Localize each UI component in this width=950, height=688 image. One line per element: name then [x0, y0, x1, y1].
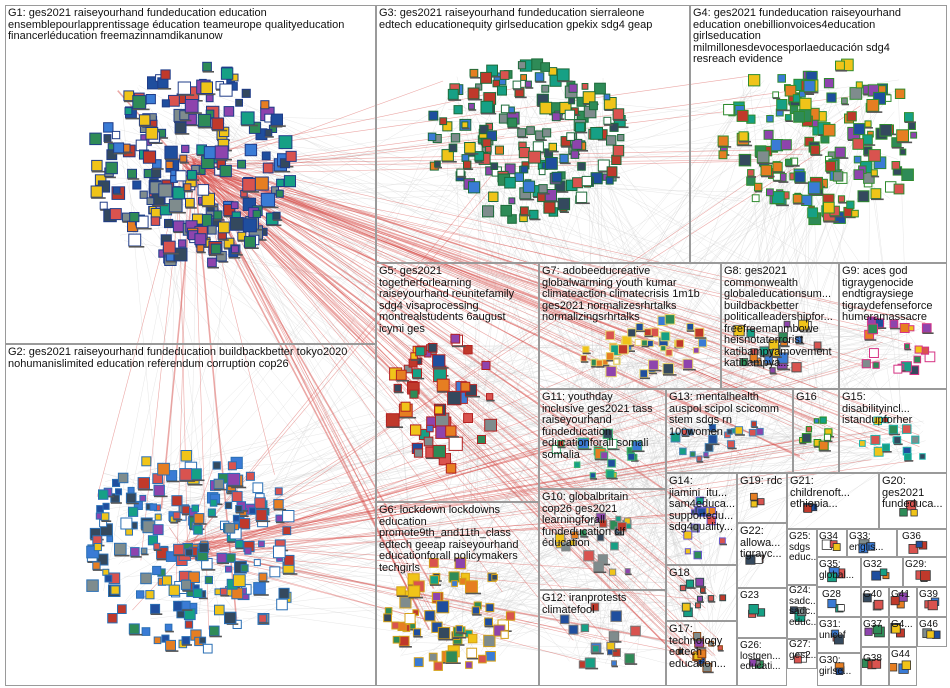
group-label-g42: G4... — [891, 620, 913, 631]
group-box-g5[interactable]: G5: ges2021 togetherforlearning raiseyou… — [376, 263, 539, 502]
group-label-g8: G8: ges2021 commonwealth globaleducation… — [724, 266, 833, 370]
group-label-g2: G2: ges2021 raiseyourhand fundeducation … — [8, 347, 347, 370]
group-label-g34: G34 — [819, 532, 838, 543]
group-box-g38[interactable]: G38 — [861, 647, 889, 686]
group-box-g6[interactable]: G6: lockdown lockdowns education promote… — [376, 502, 539, 686]
group-label-g20: G20: ges2021 fundeduca... — [882, 476, 943, 511]
group-box-g26[interactable]: G26: lostgen... educati... — [737, 638, 787, 686]
group-label-g3: G3: ges2021 raiseyourhand fundeducation … — [379, 8, 652, 31]
group-box-g35[interactable]: G35: global... — [817, 557, 861, 587]
group-label-g23: G23 — [740, 591, 759, 602]
group-label-g32: G32 — [863, 560, 882, 571]
group-label-g24: G24: sadc... sadc... educ... — [789, 586, 817, 628]
group-box-g27[interactable]: G27: ges2... — [787, 639, 817, 669]
group-box-g7[interactable]: G7: adobeeducreative globalwarming youth… — [539, 263, 721, 389]
group-label-g33: G33: englis... — [849, 532, 883, 553]
group-label-g15: G15: disabilityincl... istandupforher — [842, 392, 912, 427]
group-label-g4: G4: ges2021 fundeducation raiseyourhand … — [693, 8, 901, 66]
group-box-g39[interactable]: G39 — [917, 587, 947, 617]
group-label-g25: G25: sdgs educ... — [789, 532, 817, 564]
group-label-g37: G37 — [863, 620, 882, 631]
group-label-g1: G1: ges2021 raiseyourhand fundeducation … — [8, 8, 344, 43]
group-label-g31: G31: unicef — [819, 620, 846, 641]
group-label-g19: G19: rdc — [740, 476, 782, 488]
group-label-g7: G7: adobeeducreative globalwarming youth… — [542, 266, 700, 324]
group-box-g11[interactable]: G11: youthday inclusive ges2021 tass rai… — [539, 389, 666, 489]
group-label-g30: G30: girlse... — [819, 656, 851, 677]
group-label-g26: G26: lostgen... educati... — [740, 641, 781, 673]
group-label-g12: G12: iranprotests climatefool — [542, 593, 626, 616]
group-label-g9: G9: aces god tigraygenocide endtigraysie… — [842, 266, 933, 324]
group-box-g19[interactable]: G19: rdc — [737, 473, 787, 523]
group-box-g22[interactable]: G22: allowa... tigrayc... — [737, 523, 787, 588]
group-label-g38: G38 — [863, 654, 882, 665]
group-label-g28: G28 — [822, 590, 841, 601]
group-box-g8[interactable]: G8: ges2021 commonwealth globaleducation… — [721, 263, 839, 389]
group-label-g14: G14: jiamini_itu... sam4educa... support… — [669, 476, 735, 534]
group-box-g10[interactable]: G10: globalbritain cop26 ges2021 learnin… — [539, 489, 666, 590]
group-box-g41[interactable]: G41 — [889, 587, 917, 617]
group-box-g21[interactable]: G21: childrenoft... ethiopia... — [787, 473, 879, 529]
group-label-g13: G13: mentalhealth auspol scipol scicomm … — [669, 392, 779, 438]
group-box-g30[interactable]: G30: girlse... — [817, 653, 861, 686]
group-box-g2[interactable]: G2: ges2021 raiseyourhand fundeducation … — [5, 344, 376, 686]
group-box-g3[interactable]: G3: ges2021 raiseyourhand fundeducation … — [376, 5, 690, 263]
group-box-g13[interactable]: G13: mentalhealth auspol scipol scicomm … — [666, 389, 793, 473]
group-box-g42[interactable]: G4... — [889, 617, 917, 647]
group-box-g34[interactable]: G34 — [817, 529, 847, 557]
group-box-g1[interactable]: G1: ges2021 raiseyourhand fundeducation … — [5, 5, 376, 344]
group-box-g9[interactable]: G9: aces god tigraygenocide endtigraysie… — [839, 263, 947, 389]
group-label-g35: G35: global... — [819, 560, 854, 581]
group-box-g16[interactable]: G16 — [793, 389, 839, 473]
group-box-g17[interactable]: G17: technology edtech education... — [666, 621, 737, 686]
group-label-g10: G10: globalbritain cop26 ges2021 learnin… — [542, 492, 628, 550]
group-label-g22: G22: allowa... tigrayc... — [740, 526, 782, 561]
group-box-g31[interactable]: G31: unicef — [817, 617, 861, 653]
group-box-g28[interactable]: G28 — [817, 587, 861, 617]
group-box-g46[interactable]: G46 — [917, 617, 947, 647]
group-box-g32[interactable]: G32 — [861, 557, 903, 587]
group-label-g39: G39 — [919, 590, 938, 601]
group-box-g37[interactable]: G37 — [861, 617, 889, 647]
group-box-g14[interactable]: G14: jiamini_itu... sam4educa... support… — [666, 473, 737, 565]
group-label-g16: G16 — [796, 392, 817, 404]
group-label-g5: G5: ges2021 togetherforlearning raiseyou… — [379, 266, 514, 335]
group-label-g18: G18 — [669, 568, 690, 580]
group-label-g29: G29: — [905, 560, 927, 571]
group-box-g12[interactable]: G12: iranprotests climatefool — [539, 590, 666, 686]
group-label-g21: G21: childrenoft... ethiopia... — [790, 476, 850, 511]
group-box-g15[interactable]: G15: disabilityincl... istandupforher — [839, 389, 947, 473]
group-box-g33[interactable]: G33: englis... — [847, 529, 897, 557]
group-label-g36: G36 — [902, 532, 921, 543]
group-label-g6: G6: lockdown lockdowns education promote… — [379, 505, 518, 574]
group-label-g11: G11: youthday inclusive ges2021 tass rai… — [542, 392, 653, 461]
group-box-g40[interactable]: G40 — [861, 587, 889, 617]
group-label-g40: G40 — [863, 590, 882, 601]
group-box-g23[interactable]: G23 — [737, 588, 787, 638]
group-box-g44[interactable]: G44 — [889, 647, 917, 686]
group-box-g36[interactable]: G36 — [897, 529, 947, 557]
group-label-g44: G44 — [891, 650, 910, 661]
group-label-g41: G41 — [891, 590, 910, 601]
group-box-g20[interactable]: G20: ges2021 fundeduca... — [879, 473, 947, 529]
group-box-g4[interactable]: G4: ges2021 fundeducation raiseyourhand … — [690, 5, 947, 263]
group-label-g46: G46 — [919, 620, 938, 631]
group-label-g27: G27: ges2... — [789, 640, 817, 661]
group-label-g17: G17: technology edtech education... — [669, 624, 726, 670]
group-box-g18[interactable]: G18 — [666, 565, 737, 621]
group-box-g25[interactable]: G25: sdgs educ... — [787, 529, 817, 585]
group-box-g29[interactable]: G29: — [903, 557, 947, 587]
group-box-g24[interactable]: G24: sadc... sadc... educ... — [787, 585, 817, 639]
